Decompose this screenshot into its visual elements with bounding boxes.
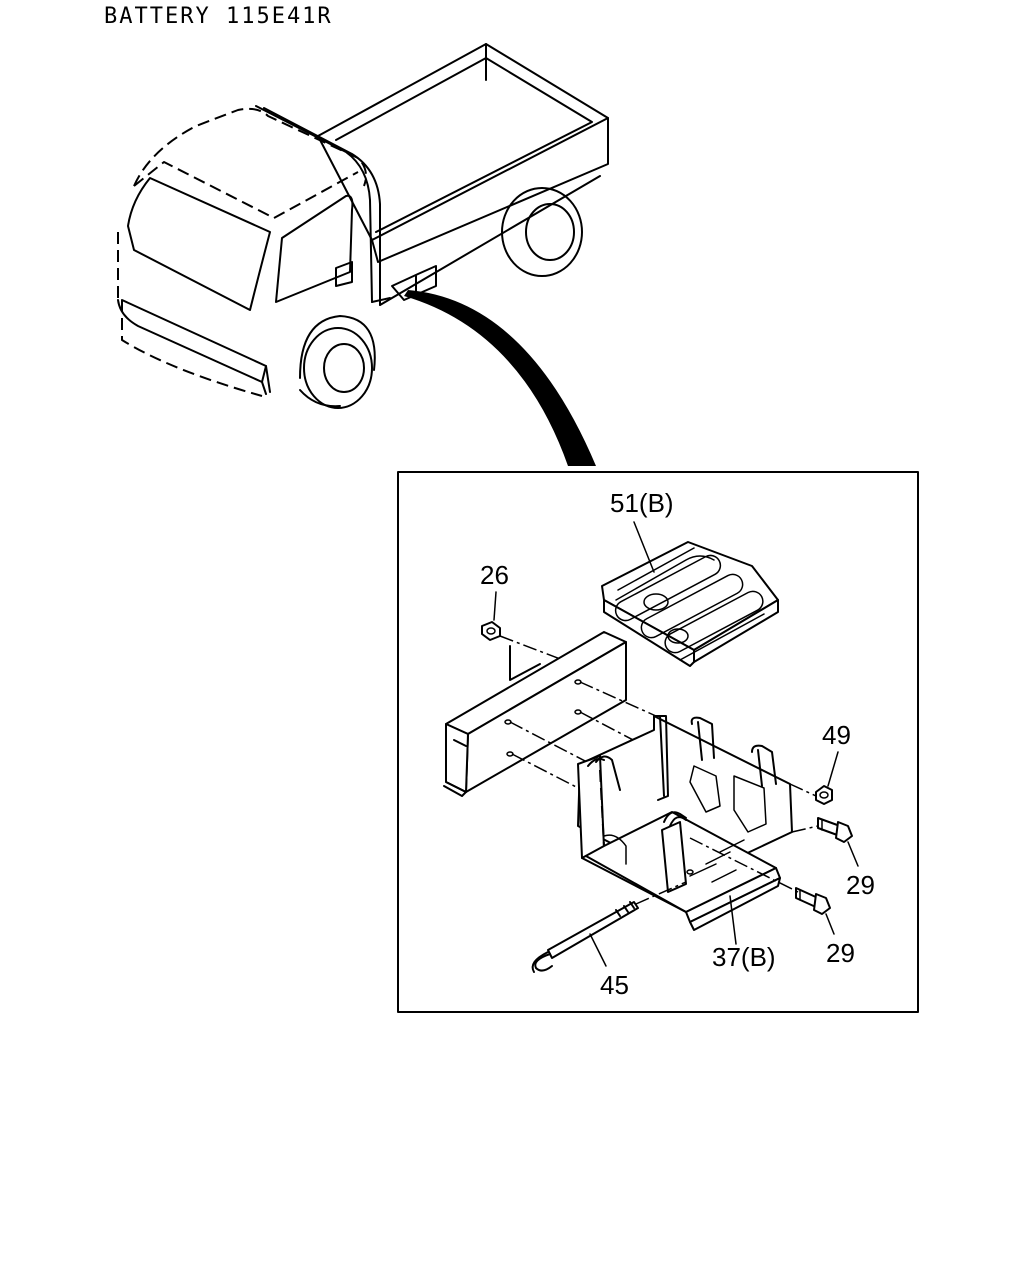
leader-37B — [729, 895, 737, 945]
leader-51B — [633, 521, 655, 573]
battery-part-51B — [601, 541, 779, 667]
detail-frame — [397, 471, 919, 1013]
leader-49 — [827, 751, 839, 787]
leader-26 — [493, 591, 497, 621]
chassis-frame-rail — [443, 631, 627, 797]
part-label-29-upper: 29 — [846, 870, 875, 900]
part-label-51B: 51(B) — [610, 488, 674, 518]
part-label-49: 49 — [822, 720, 851, 750]
part-label-45: 45 — [600, 970, 629, 1000]
part-label-37B: 37(B) — [712, 942, 776, 972]
diagram-title: BATTERY 115E41R — [104, 4, 333, 29]
part-label-26: 26 — [480, 560, 509, 590]
leader-29-lower — [825, 913, 835, 935]
part-label-29-lower: 29 — [826, 938, 855, 968]
nut-part-49 — [815, 785, 833, 805]
leader-45 — [589, 933, 607, 967]
hook-bolt-part-45 — [531, 901, 639, 973]
battery-tray-part-37B — [577, 715, 793, 931]
nut-part-26 — [481, 621, 501, 641]
truck-illustration — [117, 43, 609, 409]
leader-29-upper — [847, 841, 859, 867]
bolt-part-29-lower — [795, 887, 831, 915]
detail-pointer-arrow — [404, 290, 596, 466]
bolt-part-29-upper — [817, 817, 853, 843]
